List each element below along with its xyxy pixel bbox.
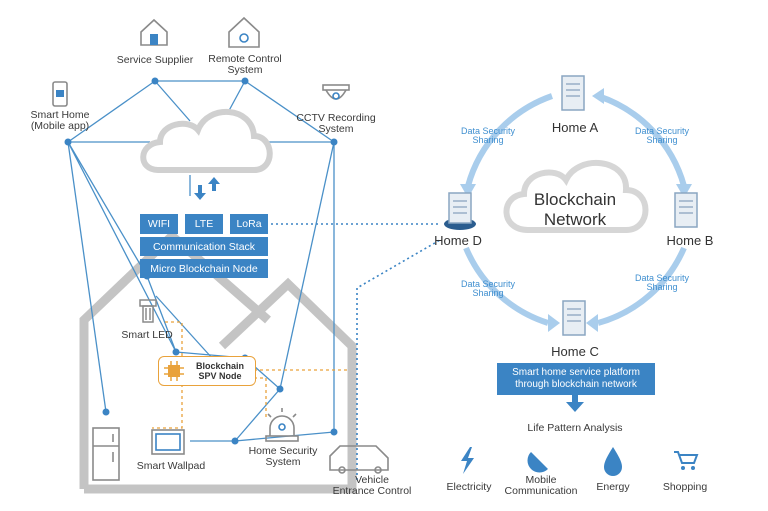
server-home-b-icon <box>674 192 698 228</box>
remote-control-label: Remote Control System <box>208 53 282 76</box>
smart-led-label: Smart LED <box>121 329 173 341</box>
blockchain-cloud <box>503 159 649 233</box>
refrigerator-icon <box>92 427 120 481</box>
lightning-icon <box>461 447 474 474</box>
security-alarm-icon <box>265 408 299 442</box>
spv-node-label: Blockchain SPV Node <box>195 361 244 381</box>
connection-lines <box>67 80 335 442</box>
home-security-label: Home Security System <box>248 445 318 468</box>
updown-arrows <box>194 177 220 200</box>
cctv-label: CCTV Recording System <box>296 112 376 135</box>
service-supplier-icon <box>140 18 168 46</box>
vehicle-label: Vehicle Entrance Control <box>332 474 412 497</box>
house-outline <box>79 229 357 494</box>
smart-led-icon <box>139 299 157 323</box>
micro-blockchain-node-box: Micro Blockchain Node <box>140 259 268 278</box>
home-d-label: Home D <box>434 233 482 248</box>
cctv-icon <box>322 84 350 100</box>
data-sharing-label-da: Data Security Sharing <box>460 126 516 145</box>
smartphone-icon <box>52 81 68 107</box>
wifi-box: WIFI <box>140 214 178 234</box>
smart-home-label: Smart Home (Mobile app) <box>30 109 90 132</box>
wallpad-icon <box>151 429 185 455</box>
cloud-shape <box>140 108 273 173</box>
lte-box: LTE <box>185 214 223 234</box>
network-links <box>266 223 441 480</box>
service-supplier-label: Service Supplier <box>116 54 194 66</box>
life-pattern-label: Life Pattern Analysis <box>527 422 623 434</box>
lora-box: LoRa <box>230 214 268 234</box>
data-sharing-label-ab: Data Security Sharing <box>634 126 690 145</box>
ring-arrows <box>463 93 687 326</box>
blockchain-network-title: Blockchain Network <box>533 190 617 229</box>
data-sharing-label-dc: Data Security Sharing <box>460 279 516 298</box>
energy-label: Energy <box>596 481 630 493</box>
car-icon <box>329 445 389 474</box>
drop-icon <box>604 447 622 476</box>
communication-stack-box: Communication Stack <box>140 237 268 256</box>
home-b-label: Home B <box>666 233 714 248</box>
electricity-label: Electricity <box>446 481 492 493</box>
service-platform-box: Smart home service platform through bloc… <box>497 363 655 395</box>
smart-wallpad-label: Smart Wallpad <box>136 460 206 472</box>
server-home-a-icon <box>561 75 585 111</box>
home-a-label: Home A <box>551 120 599 135</box>
server-home-c-icon <box>562 300 586 336</box>
satellite-dish-icon <box>527 452 548 473</box>
spv-links <box>152 321 350 429</box>
remote-control-icon <box>228 16 260 48</box>
platform-down-arrow <box>566 395 584 412</box>
cart-icon <box>674 451 699 470</box>
spv-node: Blockchain SPV Node <box>158 356 256 386</box>
shopping-label: Shopping <box>662 481 708 493</box>
chip-icon <box>164 361 184 381</box>
mobile-communication-label: Mobile Communication <box>504 474 578 497</box>
home-c-label: Home C <box>551 344 599 359</box>
ring-arrowheads <box>460 88 692 332</box>
data-sharing-label-bc: Data Security Sharing <box>634 273 690 292</box>
server-home-d-icon <box>444 192 476 230</box>
